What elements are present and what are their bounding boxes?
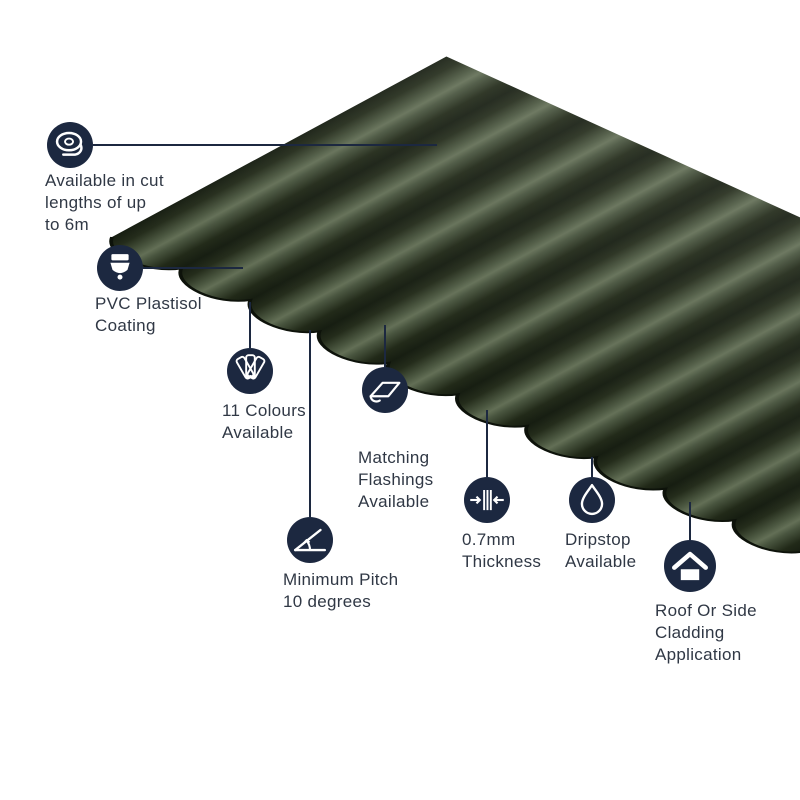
feature-label: Matching Flashings Available <box>358 448 434 511</box>
tape-measure-glyph <box>55 131 83 156</box>
connector-line <box>309 330 311 517</box>
feature-label: PVC Plastisol Coating <box>95 294 202 335</box>
house-glyph <box>672 551 708 581</box>
flashing-icon <box>362 367 408 413</box>
colour-swatches-glyph <box>235 354 266 380</box>
pitch-angle-icon <box>287 517 333 563</box>
pitch-angle-glyph <box>293 528 327 552</box>
tape-measure-icon <box>47 122 93 168</box>
connector-line <box>143 267 243 269</box>
paint-brush-glyph <box>110 254 130 280</box>
feature-label: 11 Colours Available <box>222 401 306 442</box>
connector-line <box>486 410 488 477</box>
colour-swatches-icon <box>227 348 273 394</box>
thickness-glyph <box>470 489 504 511</box>
feature-label: Available in cut lengths of up to 6m <box>45 171 164 234</box>
paint-brush-icon <box>97 245 143 291</box>
flashing-glyph <box>369 381 401 403</box>
feature-label: Dripstop Available <box>565 530 637 571</box>
thickness-icon <box>464 477 510 523</box>
feature-label: 0.7mm Thickness <box>462 530 542 571</box>
connector-line <box>249 302 251 348</box>
connector-line <box>93 144 437 146</box>
feature-label: Roof Or Side Cladding Application <box>655 601 757 664</box>
connector-line <box>591 457 593 477</box>
water-droplet-glyph <box>580 483 604 516</box>
feature-label: Minimum Pitch 10 degrees <box>283 570 399 611</box>
water-droplet-icon <box>569 477 615 523</box>
connector-line <box>689 502 691 540</box>
house-icon <box>664 540 716 592</box>
connector-line <box>384 325 386 367</box>
